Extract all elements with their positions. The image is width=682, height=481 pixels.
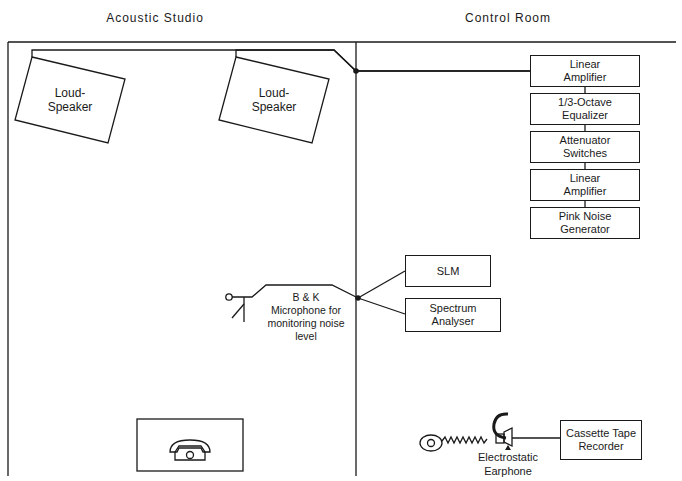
device-box: Linear Amplifier — [530, 55, 640, 87]
node-text: Spectrum Analyser — [407, 302, 499, 328]
node-text: Pink Noise Generator — [549, 210, 621, 236]
node-text: Loud- Speaker — [41, 86, 99, 114]
node-text: Cassette Tape Recorder — [563, 427, 639, 453]
microphone-symbol — [226, 294, 232, 300]
earphone-cord — [442, 437, 487, 443]
device-box: Spectrum Analyser — [405, 298, 501, 332]
node-text: Linear Amplifier — [549, 172, 621, 198]
part-label: Electrostatic Earphone — [462, 451, 554, 478]
recorder-wire — [512, 437, 560, 438]
junction-dot — [355, 295, 361, 301]
area-heading: Acoustic Studio — [95, 11, 215, 26]
node-text: Loud- Speaker — [245, 86, 303, 114]
telephone-handset-symbol — [420, 435, 442, 451]
leader-arrowhead — [505, 445, 511, 450]
monitor-wire — [358, 298, 405, 314]
node-text: 1/3-Octave Equalizer — [549, 96, 621, 122]
frame-line — [7, 42, 8, 476]
area-heading: Control Room — [448, 11, 568, 26]
loudspeaker-box: Loud- Speaker — [14, 56, 126, 144]
device-box: Pink Noise Generator — [530, 207, 640, 239]
device-box: Linear Amplifier — [530, 169, 640, 201]
node-text: Attenuator Switches — [549, 134, 621, 160]
telephone-box — [137, 419, 243, 471]
node-text: Linear Amplifier — [549, 58, 621, 84]
microphone-stand — [243, 297, 244, 322]
divider-line — [355, 42, 356, 476]
device-box: SLM — [405, 255, 491, 287]
microphone-stand — [232, 304, 244, 318]
frame-line — [8, 41, 676, 42]
device-box: 1/3-Octave Equalizer — [530, 93, 640, 125]
device-box: Attenuator Switches — [530, 131, 640, 163]
junction-dot — [353, 68, 359, 74]
earphone-symbol — [494, 414, 512, 446]
part-label: B & K Microphone for monitoring noise le… — [264, 291, 348, 343]
loudspeaker-box: Loud- Speaker — [218, 56, 330, 144]
device-box: Cassette Tape Recorder — [560, 420, 642, 460]
node-text: SLM — [408, 265, 488, 278]
telephone-symbol — [170, 440, 210, 460]
monitor-wire — [358, 271, 405, 298]
